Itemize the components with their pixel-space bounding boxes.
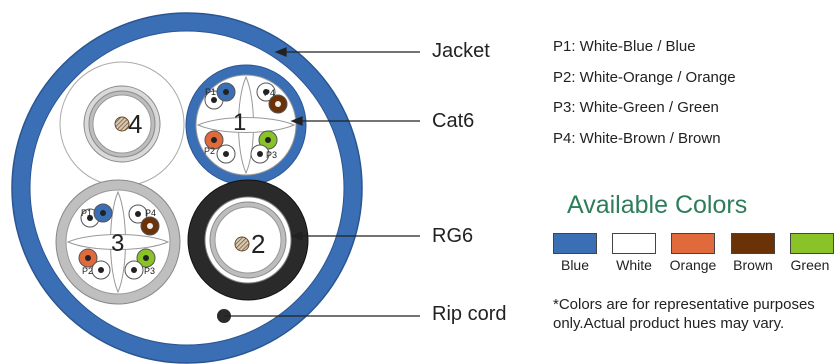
- element-4-number: 4: [128, 109, 142, 139]
- element-1-tag-p4: P4: [264, 88, 275, 98]
- element-1-pairs: [204, 82, 288, 164]
- swatch-brown: [731, 233, 775, 254]
- pair-legend-p1: P1: White-Blue / Blue: [553, 38, 696, 55]
- element-1-tag-p3: P3: [266, 150, 277, 160]
- swatch-orange: [671, 233, 715, 254]
- element-1-number: 1: [233, 109, 246, 136]
- swatch-blue: [553, 233, 597, 254]
- swatch-label-brown: Brown: [733, 257, 773, 273]
- pair-legend-p2: P2: White-Orange / Orange: [553, 69, 736, 86]
- available-colors-title: Available Colors: [567, 191, 748, 219]
- pair-legend-p3: P3: White-Green / Green: [553, 99, 719, 116]
- pair-legend-p4: P4: White-Brown / Brown: [553, 130, 721, 147]
- element-4: 4: [59, 61, 185, 187]
- element-1-cat6: P1 P4 P2 P3 1: [185, 64, 307, 186]
- swatch-label-white: White: [616, 257, 652, 273]
- element-2-number: 2: [251, 229, 265, 259]
- element-1-tag-p2: P2: [204, 146, 215, 156]
- element-3-pairs: [78, 203, 160, 280]
- cat6-label: Cat6: [432, 110, 475, 132]
- swatch-green: [790, 233, 834, 254]
- swatch-label-blue: Blue: [560, 257, 590, 273]
- element-3-tag-p3: P3: [144, 266, 155, 276]
- element-3-tag-p4: P4: [145, 208, 156, 218]
- jacket-inner-core: [29, 30, 345, 346]
- jacket-label: Jacket: [432, 40, 490, 62]
- swatch-label-orange: Orange: [669, 257, 717, 273]
- element-2-rg6: 2: [187, 179, 309, 301]
- rip-cord-label: Rip cord: [432, 303, 507, 325]
- swatch-label-green: Green: [790, 257, 830, 273]
- callout-lines: [224, 47, 420, 317]
- color-disclaimer: *Colors are for representative purposes …: [553, 296, 815, 332]
- swatch-white: [612, 233, 656, 254]
- rg6-label: RG6: [432, 225, 474, 247]
- element-1-tag-p1: P1: [205, 87, 216, 97]
- element-3-number: 3: [111, 230, 124, 257]
- element-3-cat6: P1 P4 P2 P3 3: [55, 179, 181, 305]
- element-3-tag-p2: P2: [82, 266, 93, 276]
- element-3-tag-p1: P1: [81, 208, 92, 218]
